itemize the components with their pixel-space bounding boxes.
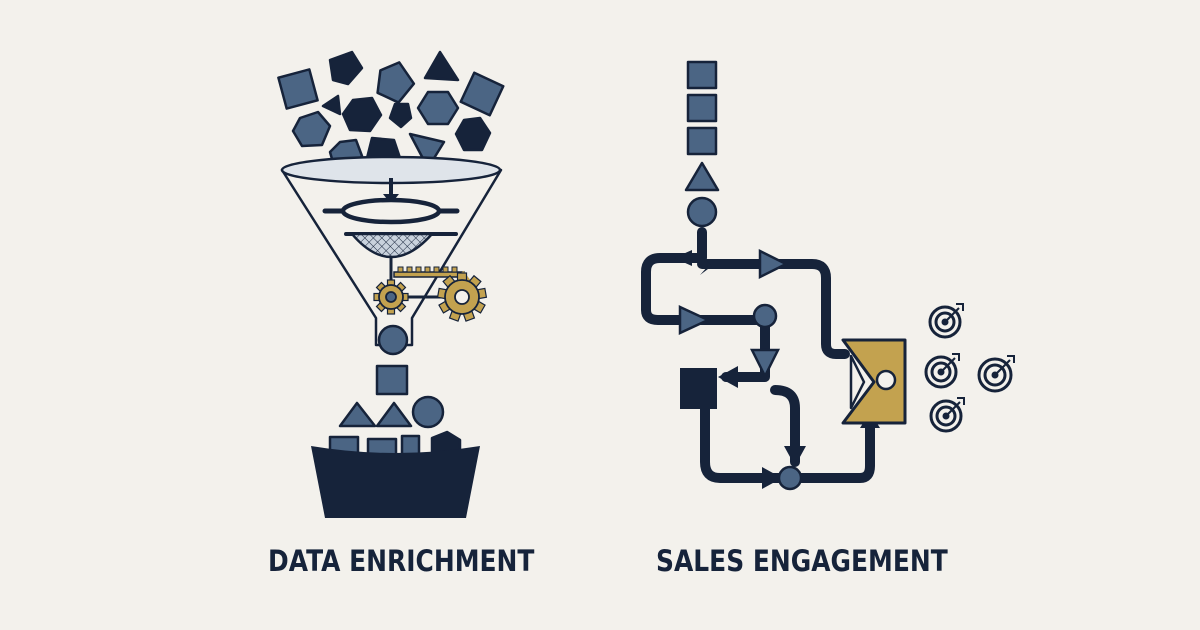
raw-hexagon-shape xyxy=(341,96,383,133)
processed-data-shapes xyxy=(338,324,445,429)
arrow-down-icon xyxy=(749,348,781,379)
sales-engagement-diagram xyxy=(641,60,1015,491)
arrow-right-icon xyxy=(762,467,782,489)
junction-node xyxy=(777,465,803,491)
processed-triangle-shape xyxy=(338,401,377,428)
arrow-down-icon xyxy=(784,446,806,466)
raw-hexagon-shape xyxy=(454,116,492,152)
path-arrows xyxy=(674,248,880,489)
bucket-icon xyxy=(311,430,480,518)
arrow-right-icon xyxy=(758,248,789,280)
raw-small-pentagon-shape xyxy=(388,102,413,129)
queued-triangle-shape xyxy=(684,161,720,192)
raw-hexagon-shape xyxy=(416,90,460,126)
arrow-left-icon xyxy=(674,250,692,266)
raw-triangle-shape xyxy=(408,132,446,170)
chevron-right-icon xyxy=(700,255,712,275)
gear-mechanism xyxy=(373,258,488,322)
megaphone-icon xyxy=(841,338,907,425)
gear-icon xyxy=(373,279,409,315)
gear-icon xyxy=(436,272,488,322)
queued-square-shape xyxy=(686,93,718,123)
processed-triangle-shape xyxy=(375,401,413,428)
queued-circle-shape xyxy=(686,196,718,228)
processed-square-shape xyxy=(680,368,717,409)
filter-disc-icon xyxy=(322,197,460,225)
raw-square-shape xyxy=(277,68,319,110)
raw-triangle-shape xyxy=(423,50,460,82)
queued-square-shape xyxy=(686,126,718,156)
raw-square-shape xyxy=(459,71,505,117)
raw-pentagon-shape xyxy=(376,61,416,104)
target-icon xyxy=(924,353,960,389)
raw-small-triangle-shape xyxy=(321,94,342,116)
raw-hexagon-shape xyxy=(291,110,332,148)
data-enrichment-diagram xyxy=(277,50,505,518)
data-enrichment-caption: DATA ENRICHMENT xyxy=(268,544,535,578)
processed-circle-shape xyxy=(377,324,409,356)
target-icons xyxy=(924,303,1015,433)
junction-nodes xyxy=(752,303,803,491)
target-icon xyxy=(977,355,1015,393)
junction-node xyxy=(752,303,778,329)
sieve-icon xyxy=(344,232,458,259)
raw-data-shapes xyxy=(277,50,505,174)
queued-data-shapes xyxy=(684,60,720,228)
target-icon xyxy=(928,303,964,339)
target-icon xyxy=(929,397,965,433)
processed-circle-shape xyxy=(411,395,445,429)
arrow-left-icon xyxy=(718,366,738,388)
raw-polygon-shape xyxy=(328,50,364,86)
arrow-right-icon xyxy=(678,305,711,335)
processed-square-shape xyxy=(375,364,409,396)
queued-square-shape xyxy=(686,60,718,90)
sales-engagement-caption: SALES ENGAGEMENT xyxy=(656,544,948,578)
